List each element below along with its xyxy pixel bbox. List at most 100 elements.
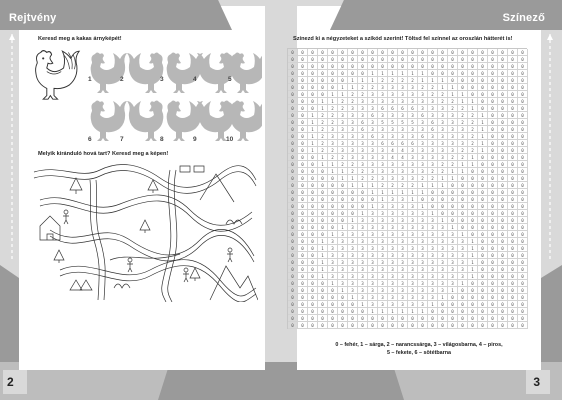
grid-cell: 0 (428, 203, 438, 210)
grid-cell: 0 (358, 308, 368, 315)
grid-cell: 2 (318, 133, 328, 140)
grid-cell: 1 (358, 210, 368, 217)
grid-cell: 3 (388, 259, 398, 266)
grid-cell: 3 (408, 210, 418, 217)
grid-cell: 3 (458, 252, 468, 259)
grid-cell: 0 (478, 161, 488, 168)
grid-cell: 3 (388, 245, 398, 252)
grid-cell: 0 (328, 315, 338, 322)
grid-cell: 3 (428, 287, 438, 294)
grid-cell: 1 (428, 301, 438, 308)
grid-cell: 3 (358, 133, 368, 140)
grid-cell: 3 (378, 175, 388, 182)
grid-cell: 0 (518, 266, 528, 273)
grid-cell: 3 (398, 112, 408, 119)
grid-cell: 2 (398, 182, 408, 189)
grid-cell: 3 (408, 252, 418, 259)
grid-cell: 0 (298, 231, 308, 238)
grid-cell: 3 (428, 224, 438, 231)
grid-cell: 0 (508, 294, 518, 301)
grid-cell: 0 (478, 168, 488, 175)
grid-cell: 0 (488, 140, 498, 147)
grid-cell: 3 (358, 231, 368, 238)
grid-cell: 1 (318, 273, 328, 280)
grid-cell: 1 (318, 259, 328, 266)
grid-cell: 0 (348, 315, 358, 322)
grid-cell: 3 (368, 119, 378, 126)
grid-cell: 0 (508, 147, 518, 154)
grid-cell: 3 (388, 133, 398, 140)
grid-cell: 3 (328, 259, 338, 266)
grid-cell: 0 (348, 322, 358, 329)
grid-cell: 3 (418, 245, 428, 252)
maze-path-1 (33, 164, 257, 188)
grid-cell: 0 (298, 154, 308, 161)
grid-cell: 1 (368, 77, 378, 84)
grid-cell: 0 (498, 168, 508, 175)
grid-cell: 1 (438, 77, 448, 84)
grid-cell: 1 (368, 308, 378, 315)
grid-cell: 1 (388, 308, 398, 315)
grid-cell: 1 (458, 161, 468, 168)
grid-cell: 0 (388, 63, 398, 70)
grid-cell: 0 (428, 322, 438, 329)
grid-cell: 3 (428, 266, 438, 273)
grid-cell: 0 (298, 133, 308, 140)
grid-cell: 3 (358, 217, 368, 224)
grid-cell: 3 (348, 133, 358, 140)
grid-cell: 1 (418, 70, 428, 77)
grid-cell: 0 (508, 252, 518, 259)
grid-cell: 1 (318, 238, 328, 245)
grid-cell: 1 (368, 203, 378, 210)
grid-cell: 0 (488, 182, 498, 189)
grid-cell: 0 (498, 238, 508, 245)
grid-cell: 0 (418, 63, 428, 70)
grid-cell: 0 (468, 308, 478, 315)
grid-cell: 0 (458, 301, 468, 308)
grid-cell: 1 (468, 259, 478, 266)
grid-cell: 3 (398, 133, 408, 140)
rooster-silhouette-1 (90, 52, 127, 93)
grid-cell: 3 (448, 245, 458, 252)
grid-cell: 0 (488, 196, 498, 203)
grid-cell: 3 (358, 287, 368, 294)
page-number-box-right (526, 370, 550, 394)
bush-icon-2 (225, 219, 243, 225)
grid-cell: 2 (328, 105, 338, 112)
grid-cell: 0 (498, 133, 508, 140)
grid-cell: 0 (288, 322, 298, 329)
grid-cell: 3 (358, 224, 368, 231)
grid-cell: 0 (328, 70, 338, 77)
grid-cell: 0 (358, 189, 368, 196)
grid-cell: 3 (438, 259, 448, 266)
grid-cell: 3 (398, 273, 408, 280)
grid-cell: 3 (398, 266, 408, 273)
grid-cell: 3 (368, 217, 378, 224)
grid-cell: 0 (308, 203, 318, 210)
grid-cell: 3 (418, 91, 428, 98)
bottom-left-lighter (0, 362, 170, 400)
grid-cell: 3 (408, 245, 418, 252)
grid-cell: 2 (318, 126, 328, 133)
grid-cell: 3 (428, 98, 438, 105)
grid-cell: 0 (488, 238, 498, 245)
grid-cell: 0 (348, 63, 358, 70)
grid-cell: 3 (328, 238, 338, 245)
grid-cell: 3 (438, 224, 448, 231)
grid-cell: 1 (418, 189, 428, 196)
grid-cell: 0 (518, 49, 528, 56)
grid-cell: 3 (438, 287, 448, 294)
grid-cell: 0 (468, 301, 478, 308)
grid-cell: 0 (298, 210, 308, 217)
grid-cell: 3 (378, 154, 388, 161)
grid-cell: 0 (308, 301, 318, 308)
grid-cell: 3 (438, 245, 448, 252)
grid-cell: 3 (388, 84, 398, 91)
grid-cell: 0 (498, 189, 508, 196)
grid-cell: 3 (428, 294, 438, 301)
grid-cell: 3 (398, 210, 408, 217)
grid-cell: 1 (458, 231, 468, 238)
grid-cell: 0 (318, 77, 328, 84)
grid-cell: 3 (368, 147, 378, 154)
grid-cell: 3 (378, 273, 388, 280)
